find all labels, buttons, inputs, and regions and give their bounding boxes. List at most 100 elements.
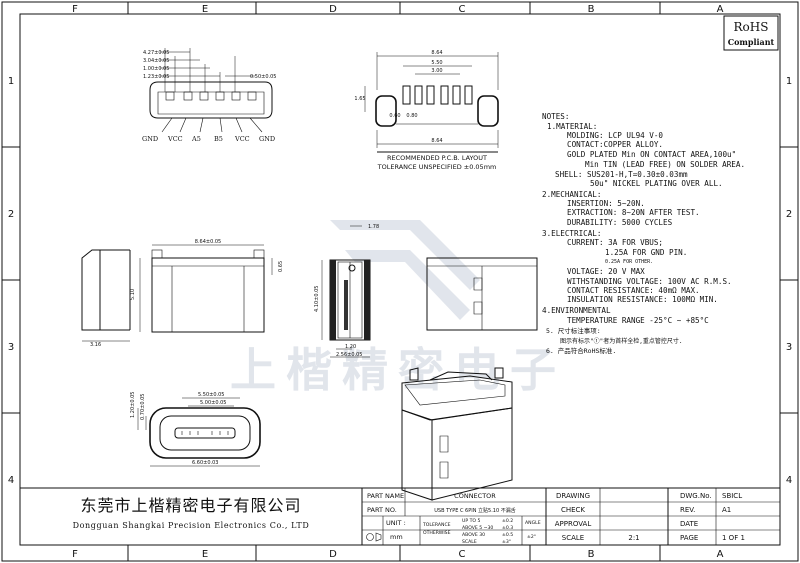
dim-label: 3.00 bbox=[431, 68, 442, 74]
dim-label: 5.10 bbox=[130, 289, 136, 300]
note-line: DURABILITY: 5000 CYCLES bbox=[567, 218, 673, 227]
angle-label: ANGLE bbox=[525, 520, 541, 526]
section-view: 1.78 4.10±0.05 1.20 2.56±0.05 bbox=[314, 224, 379, 358]
dwg-label: DWG.No. bbox=[680, 492, 712, 500]
pin-label: VCC bbox=[234, 135, 250, 143]
drawing-label: DRAWING bbox=[556, 492, 590, 500]
pin-label: B5 bbox=[214, 135, 223, 143]
dim-label: 8.64 bbox=[431, 50, 442, 56]
note-line: MOLDING: LCP UL94 V-0 bbox=[567, 131, 663, 140]
dim-label: 4.10±0.05 bbox=[314, 286, 320, 312]
note-line: Min TIN (LEAD FREE) ON SOLDER AREA. bbox=[585, 160, 745, 169]
page-label: PAGE bbox=[680, 534, 698, 542]
note-line: 3.ELECTRICAL: bbox=[542, 229, 601, 238]
row-label-left: 1 bbox=[8, 76, 14, 87]
note-line: 50u" NICKEL PLATING OVER ALL. bbox=[590, 179, 723, 188]
note-line: 1.25A FOR GND PIN. bbox=[605, 248, 687, 257]
note-line: GOLD PLATED Min ON CONTACT AREA,100u" bbox=[567, 150, 736, 159]
watermark-text: 上楷精密电子 bbox=[230, 343, 566, 397]
pcb-layout-title: RECOMMENDED P.C.B. LAYOUT bbox=[387, 154, 487, 162]
note-line: EXTRACTION: 8~20N AFTER TEST. bbox=[567, 208, 700, 217]
projection-symbol bbox=[366, 532, 382, 542]
title-block: 东莞市上楷精密电子有限公司 Dongguan Shangkai Precisio… bbox=[20, 487, 780, 545]
approval-label: APPROVAL bbox=[555, 520, 592, 528]
dim-label: 5.50 bbox=[431, 60, 442, 66]
tol-row: ±3° bbox=[502, 539, 511, 545]
note-line: 4.ENVIRONMENTAL bbox=[542, 306, 611, 315]
dim-label: 3.16 bbox=[90, 342, 101, 348]
receptacle-view: 5.50±0.05 5.00±0.05 1.20±0.05 0.70±0.05 … bbox=[130, 392, 261, 467]
tol-label: TOLERANCE bbox=[422, 522, 451, 528]
dim-label: 4.27±0.05 bbox=[143, 50, 169, 56]
note-line: WITHSTANDING VOLTAGE: 100V AC R.M.S. bbox=[567, 277, 732, 286]
col-label-top: E bbox=[202, 4, 208, 15]
pin-label: GND bbox=[142, 135, 158, 143]
row-label-right: 1 bbox=[786, 76, 792, 87]
col-label-top: A bbox=[717, 4, 724, 15]
page-value: 1 OF 1 bbox=[722, 534, 745, 542]
note-line: CONTACT RESISTANCE: 40mΩ MAX. bbox=[567, 286, 700, 295]
notes: NOTES: 1.MATERIAL: MOLDING: LCP UL94 V-0… bbox=[542, 112, 745, 355]
dim-label: 8.64 bbox=[431, 138, 442, 144]
check-label: CHECK bbox=[561, 506, 585, 514]
watermark: 上楷精密电子 bbox=[230, 220, 566, 397]
tol-row: ABOVE 5 ~30 bbox=[462, 525, 493, 531]
note-line: CURRENT: 3A FOR VBUS; bbox=[567, 238, 663, 247]
dim-label: 0.50±0.05 bbox=[250, 74, 276, 80]
col-label-top: C bbox=[459, 4, 466, 15]
body-front-view: 8.64±0.05 5.10 0.65 bbox=[130, 239, 284, 333]
dim-label: 1.00±0.05 bbox=[143, 66, 169, 72]
note-line: 2.MECHANICAL: bbox=[542, 190, 601, 199]
tol-row: UP TO 5 bbox=[462, 518, 480, 524]
tol-row: ±0.2 bbox=[502, 518, 513, 524]
rev-label: REV. bbox=[680, 506, 695, 514]
col-label-bottom: A bbox=[717, 549, 724, 560]
tol-label: OTHERWISE bbox=[423, 530, 451, 536]
front-pin-view: 4.27±0.05 3.04±0.05 1.00±0.05 1.23±0.05 … bbox=[142, 48, 276, 143]
dim-label: 8.64±0.05 bbox=[195, 239, 221, 245]
side-view bbox=[426, 257, 538, 331]
col-label-top: B bbox=[588, 4, 595, 15]
pcb-tolerance: TOLERANCE UNSPECIFIED ±0.05mm bbox=[377, 163, 497, 171]
scale-label: SCALE bbox=[562, 534, 584, 542]
col-label-bottom: F bbox=[72, 549, 78, 560]
dim-label: 1.20±0.05 bbox=[130, 392, 136, 418]
note-line: CONTACT:COPPER ALLOY. bbox=[567, 140, 663, 149]
dim-label: 3.04±0.05 bbox=[143, 58, 169, 64]
row-label-right: 3 bbox=[786, 342, 792, 353]
note-line: INSULATION RESISTANCE: 100MΩ MIN. bbox=[567, 295, 718, 304]
isometric-view bbox=[401, 367, 513, 501]
note-line: 图示有标示"①"者为首样全检,重点管控尺寸. bbox=[560, 337, 682, 345]
row-label-right: 4 bbox=[786, 475, 792, 486]
note-line: 0.25A FOR OTHER. bbox=[605, 259, 653, 265]
company-name-en: Dongguan Shangkai Precision Electronics … bbox=[73, 521, 310, 530]
pin-label: GND bbox=[259, 135, 275, 143]
note-line: SHELL: SUS201-H,T=0.30±0.03mm bbox=[555, 170, 688, 179]
tol-row: ±0.5 bbox=[502, 532, 513, 538]
row-label-left: 2 bbox=[8, 209, 14, 220]
tol-row: ABOVE 30 bbox=[462, 532, 485, 538]
row-label-left: 3 bbox=[8, 342, 14, 353]
dim-label: 1.78 bbox=[368, 224, 379, 230]
rohs-title: RoHS bbox=[734, 20, 769, 34]
tol-row: ±0.3 bbox=[502, 525, 513, 531]
dim-label: 1.23±0.05 bbox=[143, 74, 169, 80]
col-label-bottom: C bbox=[459, 549, 466, 560]
dim-label: 5.00±0.05 bbox=[200, 400, 226, 406]
part-name-label: PART NAME bbox=[367, 492, 404, 500]
col-label-top: F bbox=[72, 4, 78, 15]
row-label-left: 4 bbox=[8, 475, 14, 486]
dim-label: 1.20 bbox=[345, 344, 356, 350]
dim-label: 0.65 bbox=[278, 261, 284, 272]
angle-value: ±2° bbox=[527, 534, 536, 540]
dim-label: 5.50±0.05 bbox=[198, 392, 224, 398]
note-line: TEMPERATURE RANGE -25°C ~ +85°C bbox=[567, 316, 709, 325]
col-label-bottom: D bbox=[329, 549, 337, 560]
part-no-value: USB TYPE C 6PIN 立贴5.10 不漏舌 bbox=[434, 507, 516, 514]
pin-label: VCC bbox=[167, 135, 183, 143]
note-line: 1.MATERIAL: bbox=[547, 122, 597, 131]
tol-row: SCALE bbox=[462, 539, 477, 545]
dim-label: 2.56±0.05 bbox=[336, 352, 362, 358]
rev-value: A1 bbox=[722, 506, 731, 514]
